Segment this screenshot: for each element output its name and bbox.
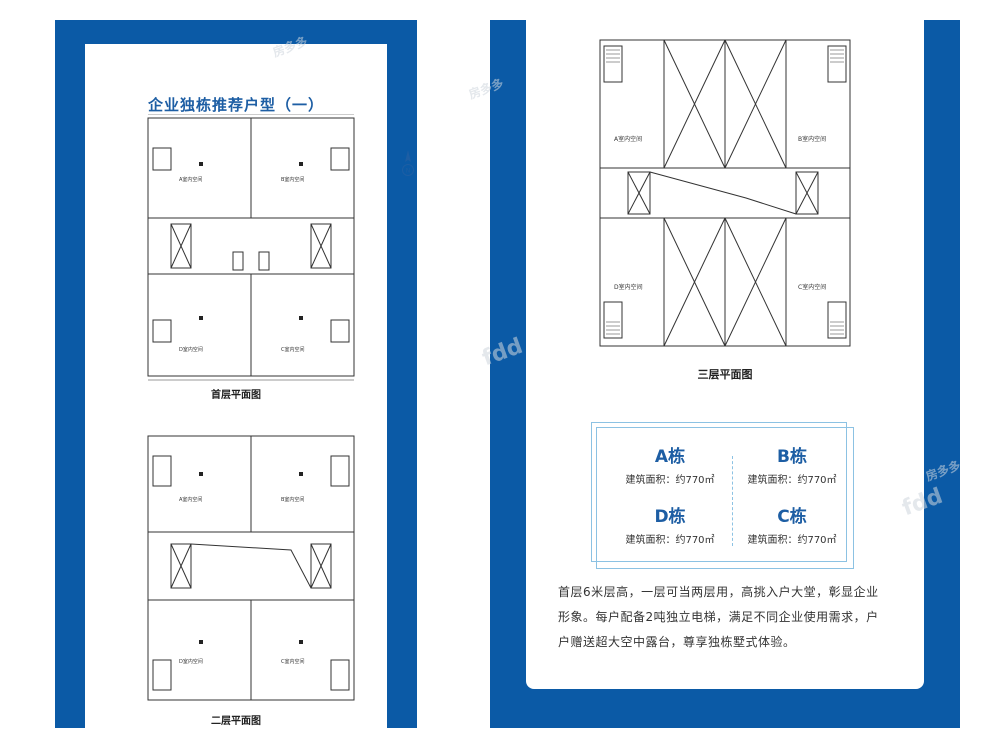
room-label: B室内空间 bbox=[798, 136, 827, 143]
first-floor-room-labels: A室内空间 B室内空间 D室内空间 C室内空间 bbox=[143, 114, 359, 384]
description-text: 首层6米层高，一层可当两层用，高挑入户大堂，彰显企业形象。每户配备2吨独立电梯，… bbox=[558, 585, 879, 649]
room-label: A室内空间 bbox=[179, 177, 203, 183]
room-label: D室内空间 bbox=[179, 347, 203, 353]
unit-area: 建筑面积：约770㎡ bbox=[747, 535, 837, 546]
unit-divider bbox=[732, 456, 733, 546]
third-floor-plan bbox=[599, 39, 851, 347]
second-floor-plan bbox=[147, 435, 355, 701]
room-label: B室内空间 bbox=[281, 177, 305, 183]
unit-name: B栋 bbox=[777, 447, 807, 467]
unit-name: C栋 bbox=[777, 507, 807, 527]
north-arrow-icon: N bbox=[402, 150, 414, 176]
svg-text:N: N bbox=[406, 168, 411, 175]
third-floor-room-labels: A室内空间 B室内空间 D室内空间 C室内空间 bbox=[598, 36, 854, 352]
unit-info-box-frame bbox=[591, 422, 847, 562]
room-label: D室内空间 bbox=[614, 284, 643, 291]
first-floor-plan bbox=[147, 114, 355, 381]
unit-a: A栋 建筑面积：约770㎡ bbox=[611, 442, 729, 486]
right-page-sheet: A室内空间 B室内空间 D室内空间 C室内空间 三层平面图 A栋 建筑面积：约7… bbox=[526, 20, 924, 689]
unit-c: C栋 建筑面积：约770㎡ bbox=[733, 502, 851, 546]
unit-b: B栋 建筑面积：约770㎡ bbox=[733, 442, 851, 486]
third-floor-caption: 三层平面图 bbox=[697, 368, 753, 381]
unit-name: A栋 bbox=[654, 447, 686, 467]
unit-area: 建筑面积：约770㎡ bbox=[625, 475, 715, 486]
left-page-frame: 企业独栋推荐户型（一） N bbox=[55, 20, 417, 728]
room-label: C室内空间 bbox=[281, 659, 305, 665]
room-label: C室内空间 bbox=[798, 284, 827, 291]
room-label: D室内空间 bbox=[179, 659, 203, 665]
right-page-frame: A室内空间 B室内空间 D室内空间 C室内空间 三层平面图 A栋 建筑面积：约7… bbox=[490, 20, 960, 728]
unit-area: 建筑面积：约770㎡ bbox=[625, 535, 715, 546]
room-label: A室内空间 bbox=[179, 497, 203, 503]
unit-name: D栋 bbox=[654, 507, 686, 527]
room-label: B室内空间 bbox=[281, 497, 305, 503]
left-page-sheet: 企业独栋推荐户型（一） N bbox=[85, 44, 414, 728]
room-label: A室内空间 bbox=[614, 136, 643, 143]
room-label: C室内空间 bbox=[281, 347, 305, 353]
unit-d: D栋 建筑面积：约770㎡ bbox=[611, 502, 729, 546]
page-title: 企业独栋推荐户型（一） bbox=[147, 96, 324, 114]
second-floor-room-labels: A室内空间 B室内空间 D室内空间 C室内空间 bbox=[143, 432, 359, 712]
unit-info-box: A栋 建筑面积：约770㎡ B栋 建筑面积：约770㎡ D栋 建筑面积：约770… bbox=[591, 422, 854, 569]
unit-area: 建筑面积：约770㎡ bbox=[747, 475, 837, 486]
second-floor-caption: 二层平面图 bbox=[211, 716, 261, 727]
first-floor-caption: 首层平面图 bbox=[211, 390, 261, 401]
